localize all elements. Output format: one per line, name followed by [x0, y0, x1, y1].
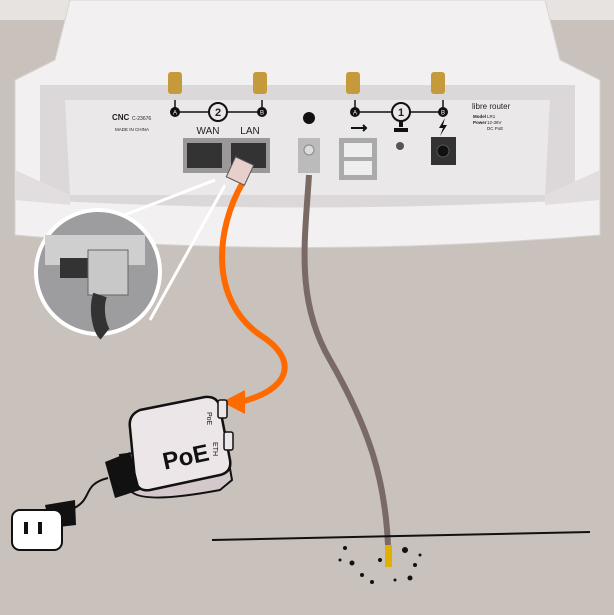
power-value-1: 12-36V	[487, 120, 502, 125]
cert-code: C-23676	[132, 116, 151, 122]
ethernet-cable	[219, 180, 288, 405]
power-cord	[69, 477, 109, 511]
poe-injector: PoE PoE ETH	[105, 395, 234, 499]
ground-wire	[301, 174, 391, 546]
power-icon	[439, 118, 447, 136]
wan-label: WAN	[197, 126, 220, 137]
cert-mark: CNC	[112, 113, 130, 122]
ground-icon	[303, 112, 315, 124]
eth-port-label: ETH	[211, 442, 218, 456]
radio-2-number: 2	[215, 107, 221, 119]
power-label: Power	[473, 120, 487, 125]
port-closeup	[34, 208, 162, 340]
model-value: LR1	[487, 114, 496, 119]
router	[14, 0, 601, 248]
antenna-connectors	[168, 72, 445, 94]
ground-rod-tip	[385, 545, 392, 567]
radio-1-antenna-b: B	[441, 111, 445, 117]
lan-label: LAN	[240, 126, 259, 137]
wall-outlet	[11, 500, 76, 551]
power-value-2: DC PoE	[487, 126, 503, 131]
rj45-plug	[225, 156, 255, 186]
radio-2-antenna-a: A	[173, 111, 177, 117]
model-label: Model	[473, 114, 486, 119]
made-in: MADE IN CHINA	[115, 127, 149, 132]
power-cable-plug	[105, 452, 140, 498]
poe-port-label: PoE	[205, 412, 212, 426]
ground-line	[211, 531, 591, 541]
radio-1-number: 1	[398, 107, 404, 119]
reset-icon	[394, 121, 408, 132]
radio-1-antenna-a: A	[353, 111, 357, 117]
soil-dots	[338, 546, 422, 584]
radio-2-antenna-b: B	[260, 111, 264, 117]
usb-icon	[351, 124, 368, 132]
brand-logo: libre router	[472, 102, 511, 111]
reset-button[interactable]	[396, 142, 404, 150]
wan-port[interactable]	[187, 143, 222, 168]
